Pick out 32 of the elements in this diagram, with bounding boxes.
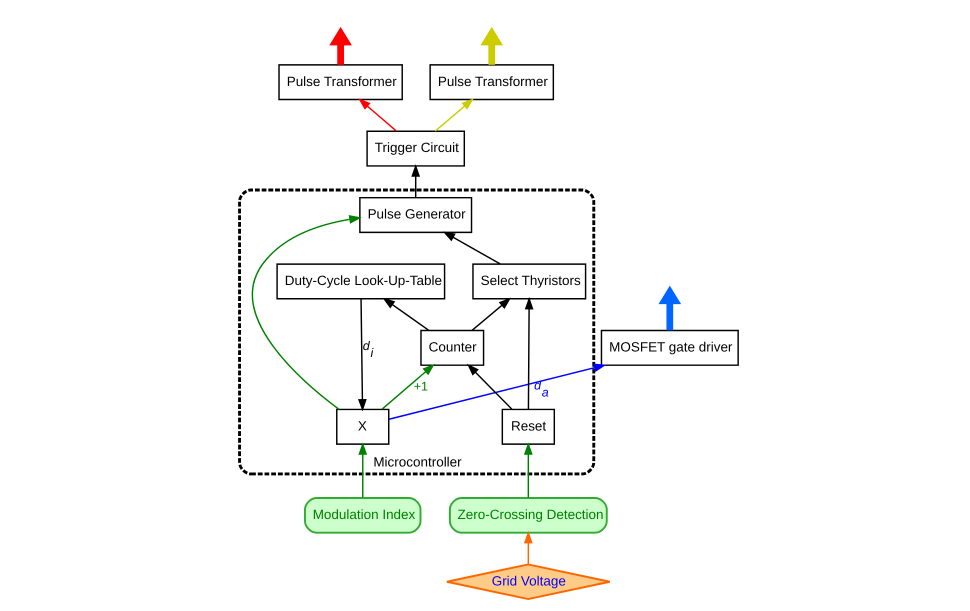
node-box: Modulation Index <box>304 497 422 534</box>
arrow <box>472 298 512 331</box>
node-diamond: Grid Voltage <box>446 563 611 600</box>
arrow <box>388 364 606 420</box>
node-box: Duty-Cycle Look-Up-Table <box>276 263 446 300</box>
arrow <box>524 530 533 564</box>
arrow <box>524 296 534 410</box>
arrow <box>480 26 504 65</box>
arrow <box>442 231 501 265</box>
arrow <box>434 98 474 132</box>
node-box: Pulse Transformer <box>278 64 403 100</box>
node-box: MOSFET gate driver <box>600 330 739 366</box>
node-box: X <box>336 408 390 445</box>
arrow <box>411 164 420 198</box>
node-box: Select Thyristors <box>472 263 586 300</box>
arrow <box>382 364 435 410</box>
arrow <box>358 98 397 132</box>
arrow <box>382 298 430 331</box>
arrow <box>658 286 682 330</box>
node-box: Pulse Generator <box>359 196 472 234</box>
edge-label: +1 <box>414 380 428 394</box>
arrow <box>329 26 352 65</box>
node-box: Reset <box>502 408 556 445</box>
arrow <box>358 299 367 412</box>
arrow <box>524 442 533 498</box>
node-box: Zero-Crossing Detection <box>448 497 608 534</box>
node-box: Trigger Circuit <box>366 130 466 167</box>
node-box: Counter <box>420 330 484 366</box>
arrow <box>252 215 362 410</box>
arrow <box>466 364 512 410</box>
node-box: Pulse Transformer <box>429 64 554 100</box>
arrow <box>358 442 368 498</box>
